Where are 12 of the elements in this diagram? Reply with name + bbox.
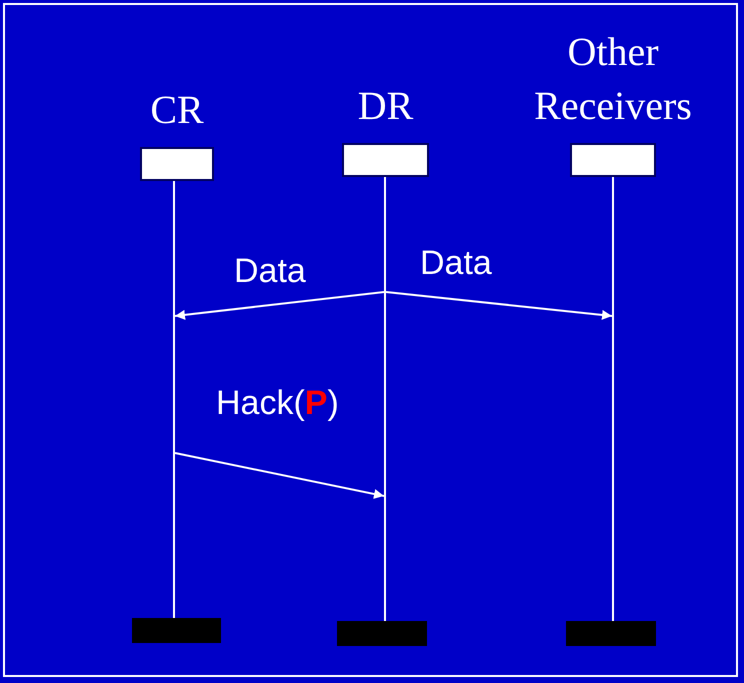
message-arrow [386,291,612,320]
lifeline-end-bar [337,621,427,646]
lifeline-end-bar [566,621,656,646]
message-arrow [174,291,384,320]
lifeline [384,177,386,621]
lifeline [173,181,175,618]
message-arrow [174,452,384,499]
participant-label: DR [356,82,414,130]
participant-label: Other Receivers [533,28,693,130]
lifeline [612,177,614,621]
participant-label: CR [149,86,205,134]
lifeline-end-bar [132,618,221,643]
